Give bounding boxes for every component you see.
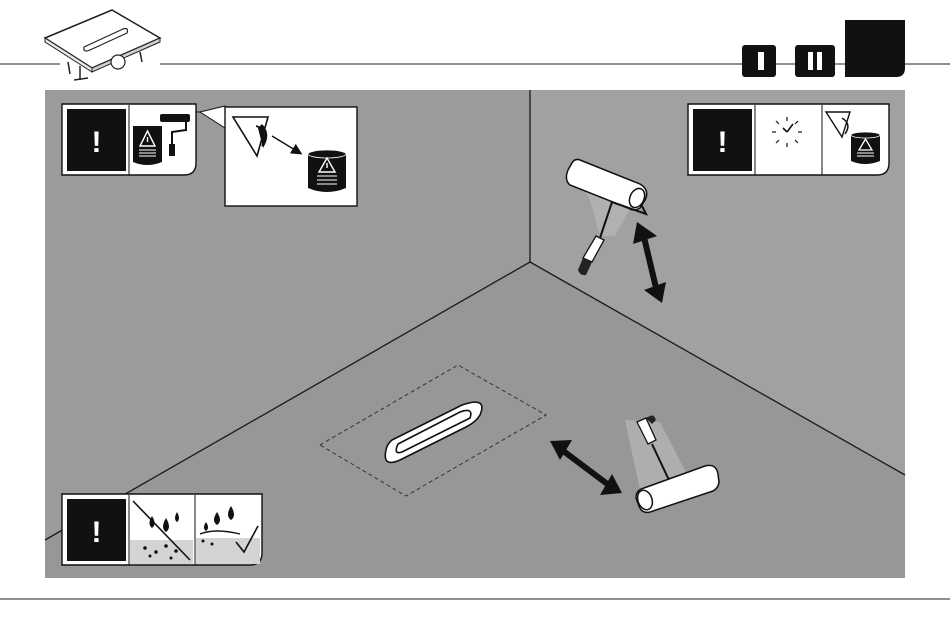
exclamation-mark: !	[718, 126, 728, 159]
step-2	[795, 45, 835, 77]
exclamation-mark: !	[92, 126, 102, 159]
drying-time-notice: !	[688, 104, 889, 175]
step-indicator	[742, 20, 905, 77]
exclamation-mark: !	[92, 516, 102, 549]
step-3-current	[845, 20, 905, 77]
primer-notice: !	[62, 104, 196, 175]
primer-can-icon	[308, 150, 346, 192]
dry-surface-notice: !	[62, 494, 262, 565]
shower-tray-icon	[45, 10, 160, 80]
